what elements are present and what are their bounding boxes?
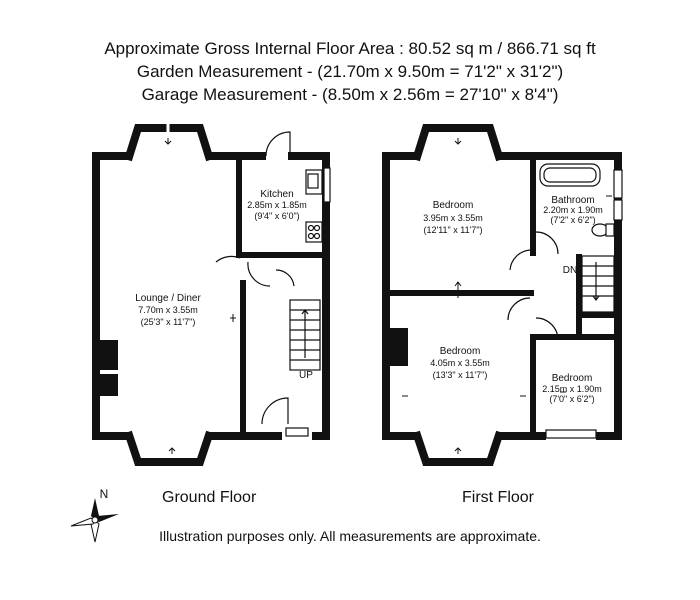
garage-measurement-line: Garage Measurement - (8.50m x 2.56m = 27… [141, 85, 559, 104]
gf-wall-top-kitchen-left [236, 152, 266, 160]
gf-wall-bottom-left [92, 432, 128, 440]
ff-wall-top-mid [500, 152, 532, 160]
bedroom-front-name: Bedroom [433, 200, 474, 211]
ground-floor-details [124, 124, 331, 466]
bedroom-rear-name: Bedroom [440, 346, 481, 357]
kitchen-imperial: (9'4" x 6'0") [254, 211, 299, 221]
garden-measurement-line: Garden Measurement - (21.70m x 9.50m = 7… [136, 62, 564, 81]
ff-wall-bottom-left [382, 432, 416, 440]
compass-icon [70, 498, 119, 543]
bedroom-small-metric: 2.15m x 1.90m [542, 384, 602, 394]
gf-wall-bottom-mid [210, 432, 282, 440]
compass-north-label: N [100, 487, 109, 501]
lounge-imperial: (25'3" x 11'7") [141, 317, 196, 327]
lounge-name: Lounge / Diner [135, 293, 201, 304]
gf-wall-right [322, 152, 330, 440]
ground-floor-label: Ground Floor [162, 489, 257, 506]
ff-stairs-down-label: DN [563, 265, 577, 276]
ff-wall-small-bed-left [530, 334, 536, 438]
ff-chimney [390, 328, 408, 366]
bathroom-metric: 2.20m x 1.90m [543, 205, 603, 215]
first-floor-labels: Bedroom 3.95m x 3.55m (12'11" x 11'7") B… [423, 195, 603, 404]
kitchen-name: Kitchen [260, 189, 293, 200]
gf-wall-kitchen-bottom [242, 252, 324, 258]
ff-wall-top-right [528, 152, 622, 160]
bathroom-name: Bathroom [551, 195, 594, 206]
ff-wall-right [614, 152, 622, 440]
lounge-metric: 7.70m x 3.55m [138, 305, 198, 315]
gf-wall-top-mid [210, 152, 238, 160]
gf-chimney-upper [100, 340, 118, 370]
ff-wall-left [382, 152, 390, 440]
bedroom-small-imperial: (7'0" x 6'2") [549, 394, 594, 404]
floor-area-line: Approximate Gross Internal Floor Area : … [104, 39, 596, 58]
ff-wall-top-left [382, 152, 416, 160]
first-floor-details [402, 124, 623, 466]
ff-wall-bath-left [530, 152, 536, 256]
ground-floor-labels: Kitchen 2.85m x 1.85m (9'4" x 6'0") Loun… [135, 189, 313, 381]
disclaimer: Illustration purposes only. All measurem… [159, 528, 541, 544]
ff-wall-bottom-mid [500, 432, 546, 440]
gf-wall-top-left [92, 152, 128, 160]
gf-wall-hall [240, 280, 246, 432]
ground-floor-plan [92, 152, 330, 440]
first-floor-plan [382, 152, 622, 440]
gf-stairs-up-label: UP [299, 370, 313, 381]
gf-wall-bottom-right [312, 432, 330, 440]
first-floor-label: First Floor [462, 489, 534, 506]
kitchen-metric: 2.85m x 1.85m [247, 200, 307, 210]
bedroom-rear-metric: 4.05m x 3.55m [430, 358, 490, 368]
gf-wall-top-kitchen-right [288, 152, 330, 160]
bedroom-small-name: Bedroom [552, 373, 593, 384]
bedroom-front-metric: 3.95m x 3.55m [423, 213, 483, 223]
bedroom-front-imperial: (12'11" x 11'7") [423, 225, 482, 235]
bedroom-rear-imperial: (13'3" x 11'7") [433, 370, 488, 380]
ff-wall-bottom-right [596, 432, 622, 440]
ff-wall-stair-right [576, 254, 582, 338]
gf-wall-left [92, 152, 100, 440]
ff-wall-stair-bottom [576, 312, 620, 318]
ff-wall-bedroom-divider [390, 290, 534, 296]
gf-wall-kitchen-left [236, 152, 242, 258]
ff-wall-small-bed-top [536, 334, 616, 340]
gf-chimney-lower [100, 374, 118, 396]
bathroom-imperial: (7'2" x 6'2") [550, 215, 595, 225]
